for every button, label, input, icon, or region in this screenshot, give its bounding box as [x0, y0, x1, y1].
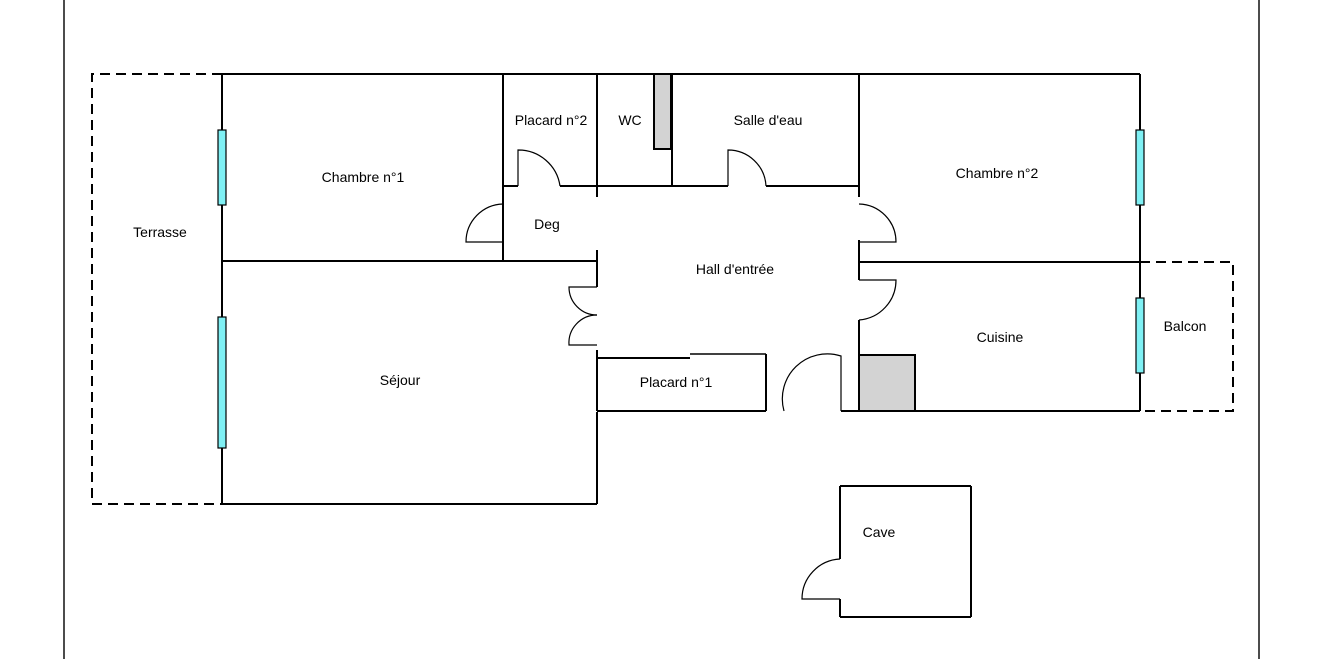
- label-wc: WC: [618, 112, 641, 128]
- label-chambre2: Chambre n°2: [956, 165, 1039, 181]
- windows: [217, 129, 1145, 449]
- cave-walls: [839, 485, 972, 618]
- terrace-outline: [91, 73, 222, 505]
- door-cave: [801, 558, 841, 600]
- label-sejour: Séjour: [380, 372, 421, 388]
- balcony-outline: [1140, 261, 1234, 412]
- label-placard2: Placard n°2: [515, 112, 588, 128]
- doors: [465, 149, 897, 600]
- door-sejour-upper: [568, 286, 598, 316]
- label-cuisine: Cuisine: [977, 329, 1024, 345]
- door-chambre2: [858, 203, 897, 243]
- door-entrance: [781, 353, 842, 412]
- label-placard1: Placard n°1: [640, 374, 713, 390]
- door-chambre1: [465, 203, 504, 243]
- door-placard2: [517, 149, 561, 187]
- exterior-walls: [221, 73, 1141, 505]
- label-terrasse: Terrasse: [133, 224, 187, 240]
- label-hall: Hall d'entrée: [696, 261, 774, 277]
- label-cave: Cave: [863, 524, 896, 540]
- wc-duct: [653, 73, 672, 150]
- label-chambre1: Chambre n°1: [322, 169, 405, 185]
- kitchen-counter: [858, 354, 916, 412]
- door-sejour-lower: [568, 314, 598, 346]
- label-deg: Deg: [534, 216, 560, 232]
- label-salle-eau: Salle d'eau: [734, 112, 803, 128]
- label-balcon: Balcon: [1164, 318, 1207, 334]
- door-salle-eau: [727, 149, 767, 187]
- door-kitchen: [858, 279, 897, 321]
- interior-walls: [222, 74, 1140, 411]
